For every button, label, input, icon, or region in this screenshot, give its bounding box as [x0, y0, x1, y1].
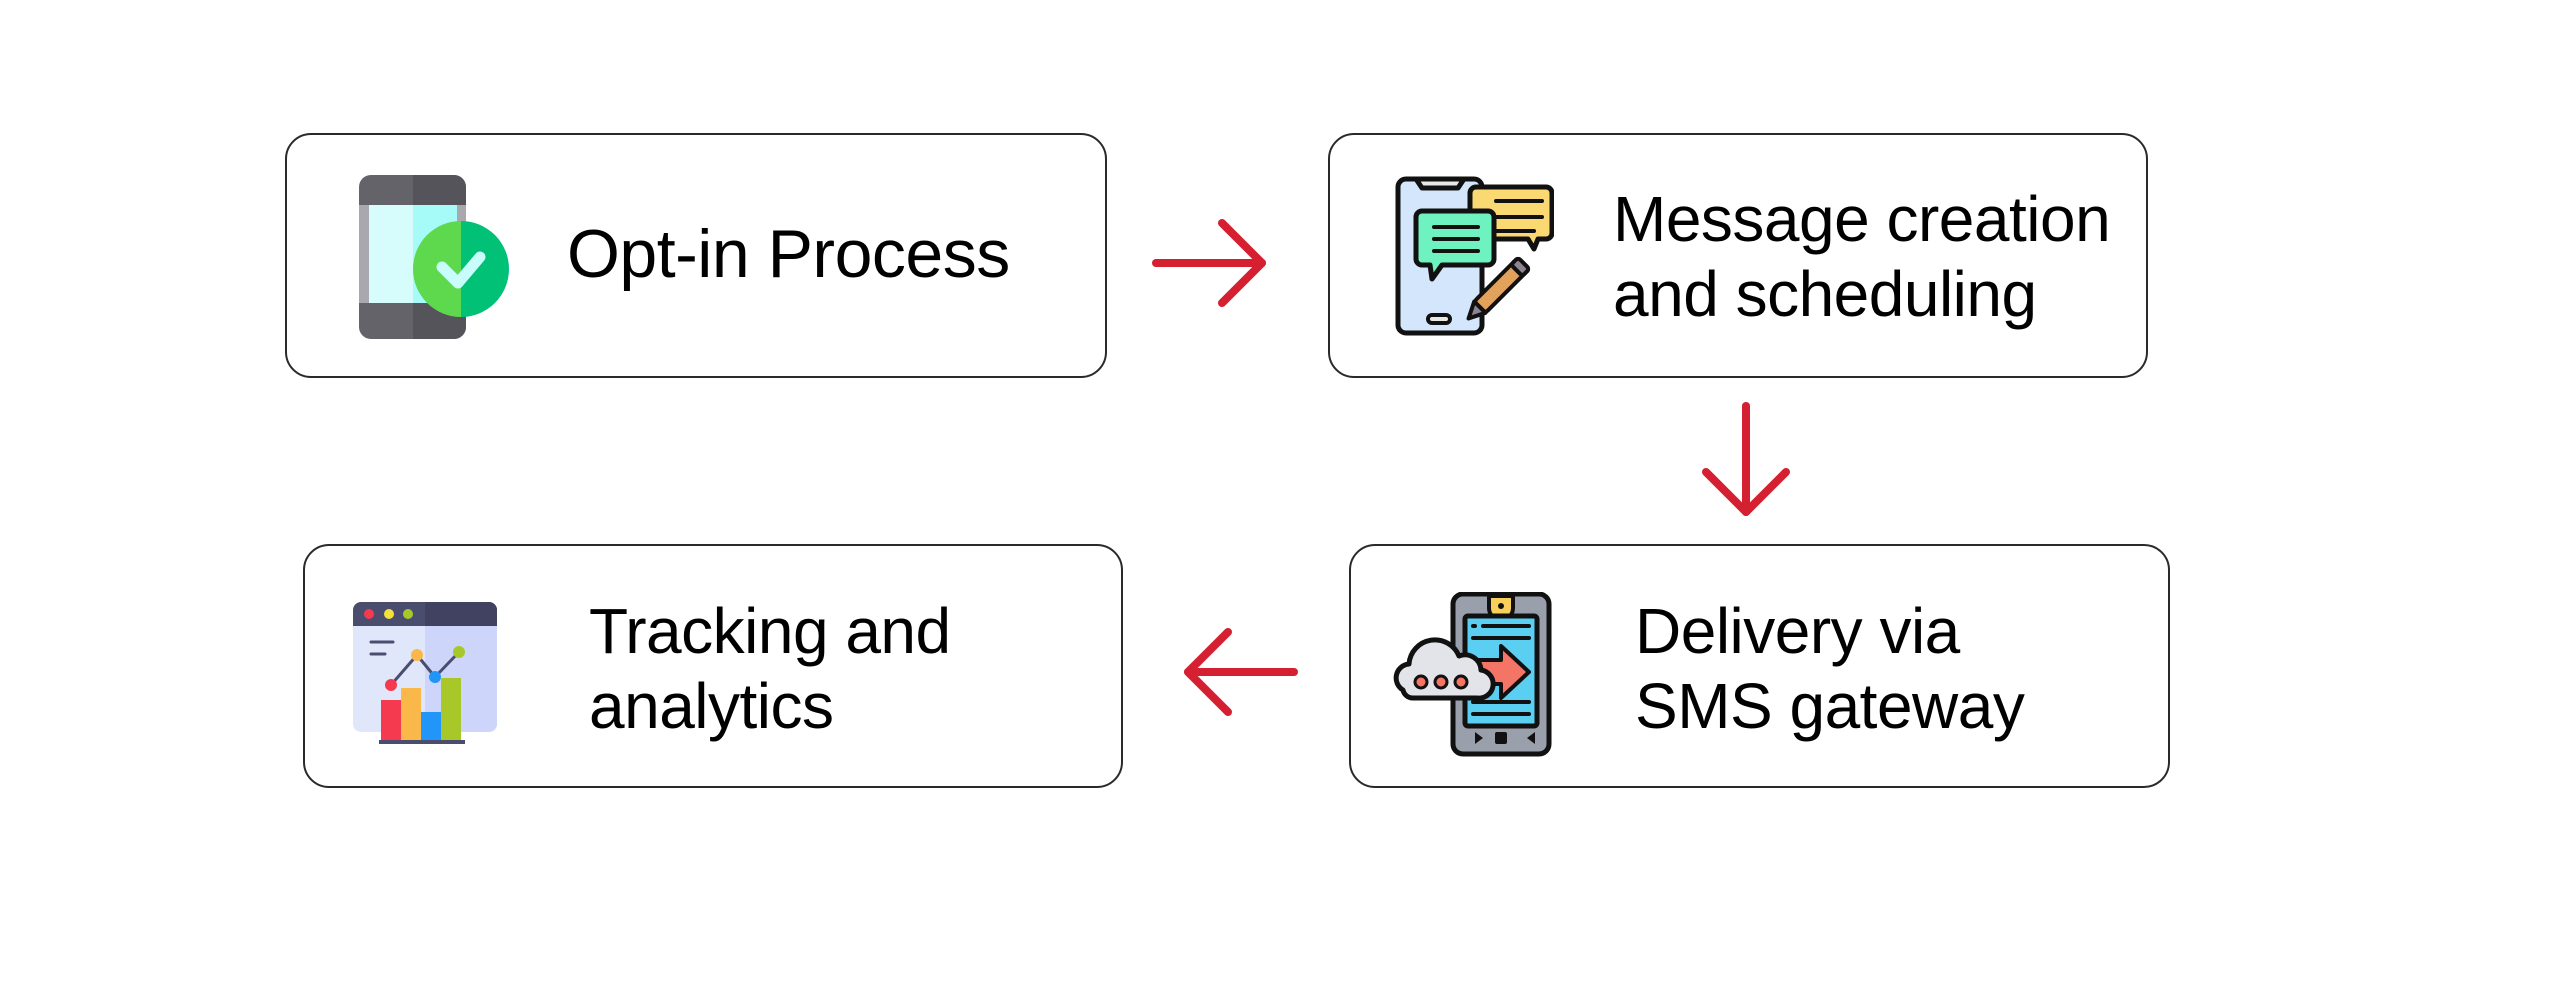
step-label-line: SMS gateway — [1635, 670, 2025, 742]
step-box-opt-in: Opt-in Process — [285, 133, 1107, 378]
step-label-line: and scheduling — [1613, 258, 2037, 330]
phone-chat-pencil-icon — [1395, 176, 1554, 336]
step-box-message-creation: Message creation and scheduling — [1328, 133, 2148, 378]
arrow-down-icon — [1702, 402, 1790, 516]
step-label-line: Tracking and — [589, 595, 951, 667]
step-label-tracking-analytics: Tracking and analytics — [589, 594, 951, 744]
step-label-line: analytics — [589, 670, 834, 742]
step-box-delivery-sms-gateway: Delivery via SMS gateway — [1349, 544, 2170, 788]
step-box-tracking-analytics: Tracking and analytics — [303, 544, 1123, 788]
cloud-phone-transfer-icon — [1393, 592, 1552, 757]
step-label-opt-in: Opt-in Process — [567, 217, 1010, 292]
step-label-message-creation: Message creation and scheduling — [1613, 182, 2111, 332]
arrow-right-icon — [1152, 219, 1266, 307]
analytics-dashboard-icon — [353, 602, 497, 744]
arrow-left-icon — [1184, 628, 1298, 716]
step-label-line: Message creation — [1613, 183, 2111, 255]
step-label-delivery-sms-gateway: Delivery via SMS gateway — [1635, 594, 2025, 744]
step-label-line: Delivery via — [1635, 595, 1960, 667]
phone-check-icon — [359, 175, 509, 339]
step-label-line: Opt-in Process — [567, 216, 1010, 292]
